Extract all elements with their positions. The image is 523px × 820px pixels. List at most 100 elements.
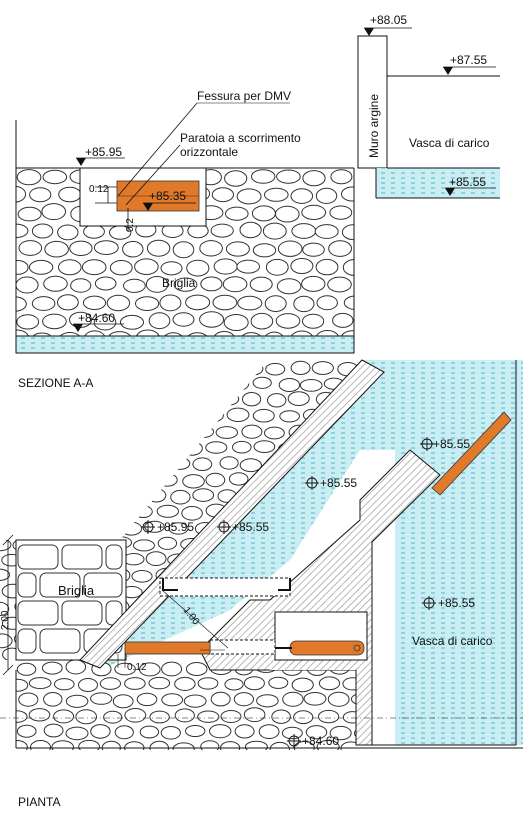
crosshair-lines: [422, 596, 436, 610]
stone: [223, 314, 249, 331]
stone: [120, 489, 141, 502]
stone: [28, 259, 54, 275]
stone: [42, 313, 67, 330]
stone: [215, 426, 239, 439]
stone: [43, 692, 63, 707]
stone: [242, 392, 262, 407]
stone: [75, 709, 97, 725]
concrete-structure: [199, 449, 441, 746]
stone: [42, 169, 68, 185]
stone: [197, 710, 220, 723]
stone: [0, 441, 13, 454]
stone: [146, 239, 171, 257]
stone: [84, 408, 107, 422]
stone: [109, 473, 130, 487]
stone: [159, 294, 182, 312]
stone: [112, 376, 132, 390]
stone: [122, 278, 146, 293]
elevation-marker-8555-section: [445, 187, 496, 196]
stone: [24, 392, 46, 406]
gate-actuator: [289, 640, 365, 656]
stone: [315, 258, 339, 276]
stone: [250, 312, 274, 330]
stone: [324, 504, 348, 518]
stone: [236, 188, 262, 205]
stone: [124, 708, 147, 723]
stone: [234, 724, 255, 739]
stone: [136, 329, 160, 336]
stone: [145, 276, 169, 293]
stone: [290, 330, 313, 336]
stone: [330, 169, 353, 185]
stone: [236, 259, 260, 274]
stone: [112, 694, 134, 709]
stone: [264, 187, 289, 202]
concrete-wall-diagonal: [79, 359, 385, 669]
stone: [160, 726, 181, 740]
stone: [0, 473, 11, 487]
masonry-block: [17, 628, 37, 654]
stone: [16, 169, 42, 186]
stone: [38, 410, 60, 425]
stone: [213, 331, 235, 336]
stone: [86, 472, 106, 487]
stone: [28, 677, 52, 690]
stone: [23, 361, 47, 376]
label-dim-020-section: 0.2: [125, 218, 136, 232]
stone: [267, 393, 287, 408]
stone: [58, 186, 82, 203]
stone: [185, 725, 206, 737]
stone: [200, 276, 223, 292]
stone: [0, 392, 23, 405]
crosshair-lines: [141, 520, 155, 534]
stone: [84, 330, 106, 336]
stone: [342, 677, 356, 691]
stone: [90, 692, 113, 705]
stone: [0, 521, 22, 537]
label-dim-012-section: 0.12: [89, 184, 109, 195]
crosshair-lines: [420, 437, 434, 451]
stone: [239, 221, 262, 239]
stone: [210, 691, 231, 707]
stone: [108, 331, 131, 336]
stone: [169, 393, 193, 406]
label-elev-8555-top: +85.55: [433, 437, 470, 451]
masonry-block: [105, 544, 123, 570]
stone: [182, 409, 204, 423]
stone: [53, 709, 75, 724]
stone: [145, 361, 167, 375]
stone: [210, 223, 234, 238]
stone: [50, 423, 72, 439]
stone: [204, 408, 224, 423]
stone: [86, 505, 107, 518]
stone: [174, 676, 196, 691]
stone: [303, 692, 327, 706]
stone: [301, 275, 326, 292]
elevation-marker-8460: [73, 323, 124, 332]
label-elev-8555-plan: +85.55: [232, 520, 269, 534]
stone: [18, 240, 43, 256]
stone: [1, 361, 24, 377]
stone: [276, 278, 302, 295]
stone: [99, 677, 122, 690]
stone: [318, 709, 340, 724]
stone: [31, 223, 54, 239]
stone: [114, 725, 134, 740]
stone: [251, 205, 276, 222]
stone: [31, 296, 56, 311]
stone: [109, 442, 129, 456]
stone: [200, 740, 220, 750]
stone: [75, 392, 96, 407]
stone: [264, 295, 287, 313]
stone: [131, 570, 153, 583]
stone: [311, 361, 334, 375]
stone: [161, 661, 183, 677]
stone: [318, 676, 341, 691]
stone: [187, 332, 208, 336]
stone: [169, 457, 191, 470]
stone: [243, 707, 266, 722]
stone: [82, 295, 107, 310]
stone: [271, 709, 291, 724]
stone: [305, 725, 328, 740]
stone: [222, 276, 248, 293]
